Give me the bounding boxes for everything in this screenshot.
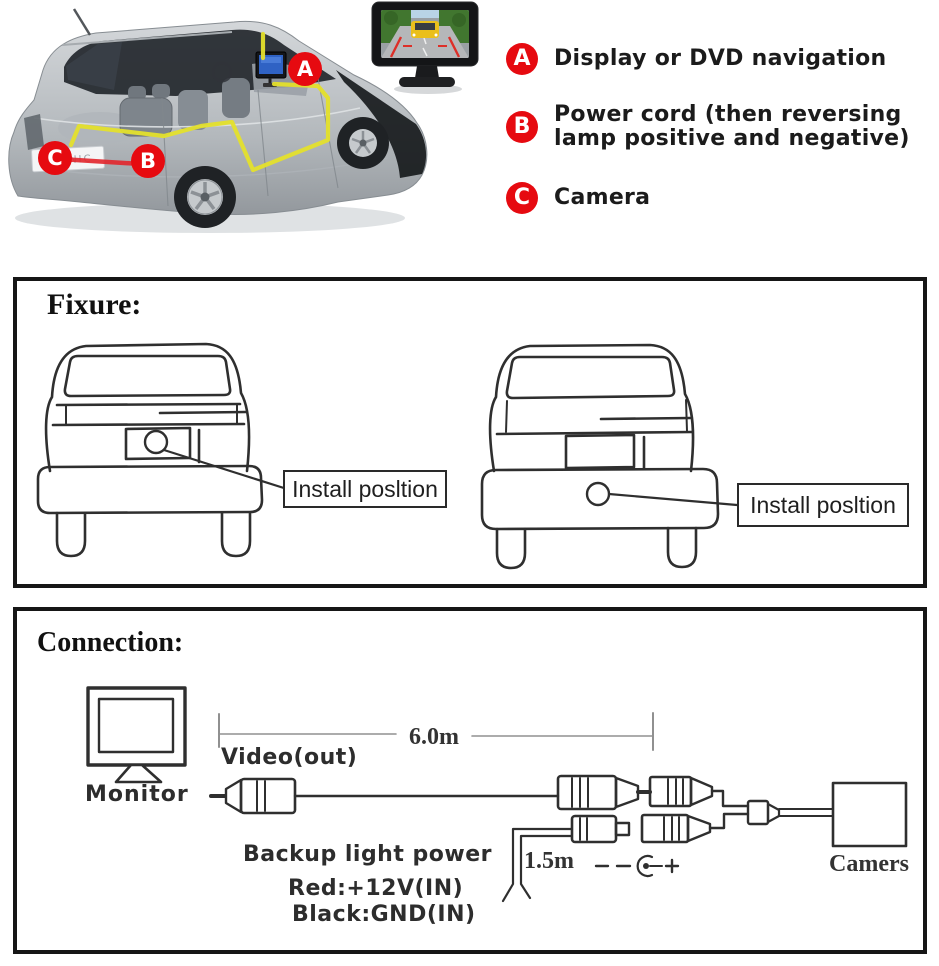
legend-marker-b: B	[506, 111, 538, 143]
car-rear-outline-2	[480, 343, 739, 570]
legend-item-power-cord: B Power cord (then reversing lamp positi…	[506, 103, 910, 151]
fixture-diagram	[36, 342, 739, 570]
legend-label-display: Display or DVD navigation	[554, 46, 887, 71]
cable-route	[68, 31, 331, 173]
legend-item-camera: C Camera	[506, 182, 650, 214]
legend-item-display: A Display or DVD navigation	[506, 43, 887, 75]
car-cutaway-illustration: SCENIC	[8, 1, 479, 233]
marker-a: A	[288, 52, 322, 86]
legend-label-power-cord: Power cord (then reversing lamp positive…	[554, 102, 910, 151]
legend-marker-a: A	[506, 43, 538, 75]
rear-wheel	[174, 166, 236, 228]
connection-title: Connection:	[37, 627, 184, 658]
install-position-label-2: Install posltion	[737, 483, 909, 527]
cable-length-6m-label: 6.0m	[409, 724, 459, 750]
camera-connector-icon	[746, 799, 834, 826]
rca-plug-video-out-icon	[209, 777, 297, 815]
legend-label-camera: Camera	[554, 185, 651, 210]
fixture-title: Fixure:	[47, 288, 142, 321]
monitor-icon	[86, 686, 187, 784]
antenna	[72, 8, 92, 36]
rearview-monitor-icon	[371, 1, 479, 94]
install-position-label-1: Install posltion	[283, 470, 447, 508]
camera-box-label: Camers	[829, 851, 909, 877]
legend: A Display or DVD navigation B Power cord…	[0, 0, 939, 260]
legend-marker-c: C	[506, 182, 538, 214]
camera-box-icon	[831, 781, 908, 848]
dimension-line-6m	[218, 712, 654, 751]
car-rear-outline-1	[36, 342, 289, 558]
dc-power-plug-icon	[570, 814, 631, 844]
power-wire-fork	[501, 827, 574, 903]
rca-male-connector-icon	[556, 774, 652, 811]
front-wheel	[337, 117, 389, 169]
black-wire-label: Black:GND(IN)	[292, 902, 476, 927]
fixture-section: Fixure:	[13, 277, 927, 588]
monitor-label: Monitor	[85, 782, 189, 807]
hero-section: SCENIC	[0, 0, 939, 260]
dc-power-jack-icon	[640, 812, 750, 844]
video-out-label: Video(out)	[221, 745, 358, 770]
leader-line-1	[162, 448, 289, 491]
backup-light-power-label: Backup light power	[243, 842, 492, 867]
camera-position-dot-1	[143, 429, 169, 455]
steering-wheel	[211, 61, 233, 83]
reversing-lamp-wire	[59, 156, 142, 167]
polarity-icon	[594, 854, 680, 878]
red-wire-label: Red:+12V(IN)	[288, 876, 464, 901]
marker-b: B	[131, 144, 165, 178]
leader-line-2	[607, 492, 739, 507]
rca-female-connector-icon	[648, 775, 750, 808]
connection-section: Connection:	[13, 607, 927, 954]
camera-position-dot-2	[585, 481, 611, 507]
connection-diagram	[86, 686, 908, 903]
cable-length-1-5m-label: 1.5m	[524, 848, 574, 874]
marker-c: C	[38, 141, 72, 175]
